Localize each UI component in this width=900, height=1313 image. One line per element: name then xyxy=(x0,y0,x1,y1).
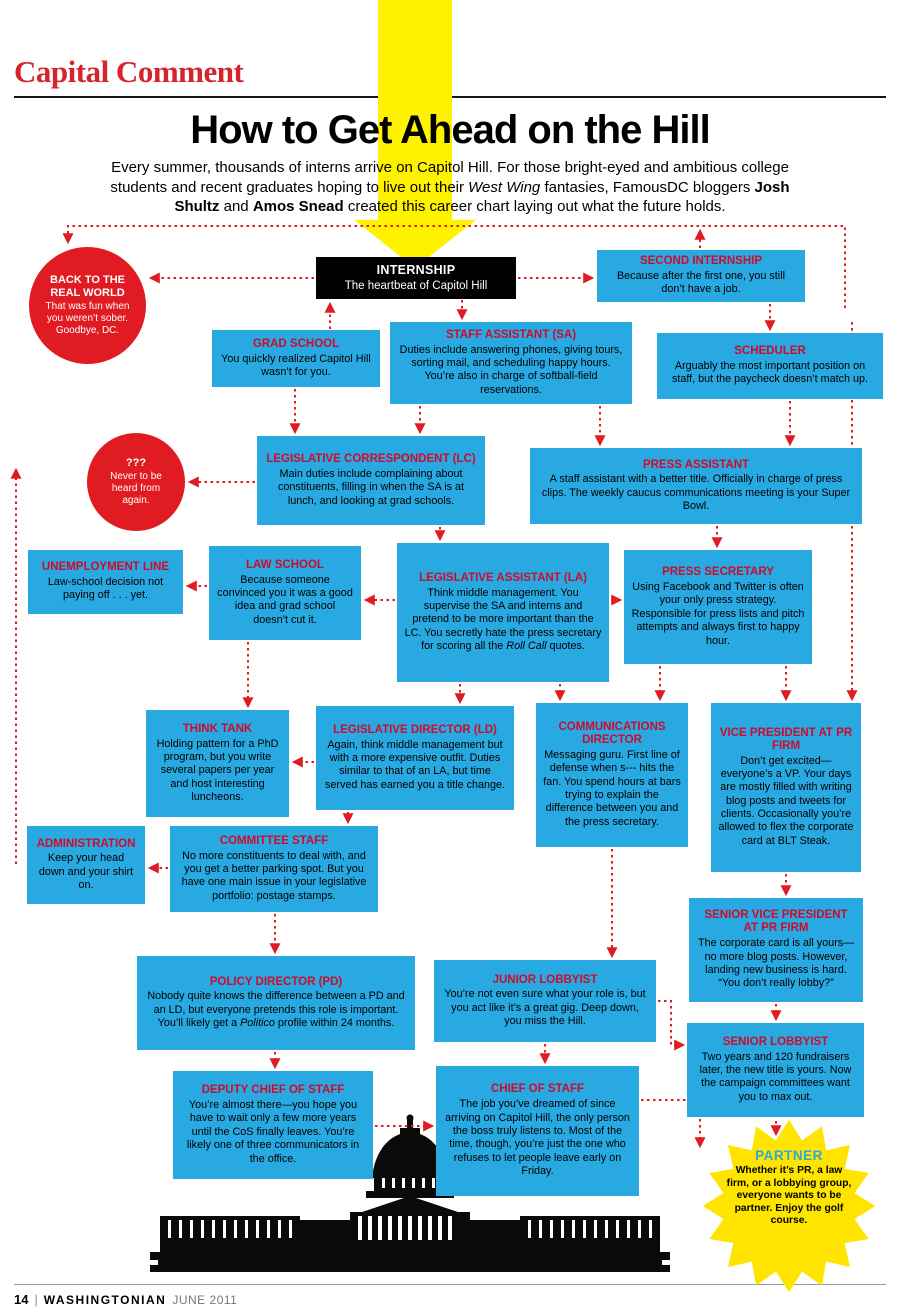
node-vice-president-pr-firm-title: VICE PRESIDENT AT PR FIRM xyxy=(719,726,853,752)
node-junior-lobbyist: JUNIOR LOBBYIST You’re not even sure wha… xyxy=(434,960,656,1042)
node-legislative-correspondent-body: Main duties include complaining about co… xyxy=(277,467,465,507)
node-back-to-real-world-body: That was fun when you weren’t sober. Goo… xyxy=(45,300,130,336)
node-scheduler-title: SCHEDULER xyxy=(734,345,806,358)
node-press-secretary-body: Using Facebook and Twitter is often your… xyxy=(631,581,805,647)
node-legislative-correspondent: LEGISLATIVE CORRESPONDENT (LC) Main duti… xyxy=(257,436,485,525)
node-administration-body: Keep your head down and your shirt on. xyxy=(38,852,134,892)
node-senior-lobbyist-body: Two years and 120 fundraisers later, the… xyxy=(699,1050,852,1103)
node-internship: INTERNSHIP The heartbeat of Capitol Hill xyxy=(316,257,516,299)
footer-rule xyxy=(14,1284,886,1285)
node-second-internship: SECOND INTERNSHIP Because after the firs… xyxy=(597,250,805,302)
node-vice-president-pr-firm: VICE PRESIDENT AT PR FIRM Don’t get exci… xyxy=(711,703,861,872)
node-grad-school-title: GRAD SCHOOL xyxy=(252,337,340,350)
node-committee-staff: COMMITTEE STAFF No more constituents to … xyxy=(170,826,378,912)
node-committee-staff-body: No more constituents to deal with, and y… xyxy=(181,849,367,902)
node-senior-vice-president-pr-firm-title: SENIOR VICE PRESIDENT AT PR FIRM xyxy=(704,909,848,935)
intro-text: fantasies, FamousDC bloggers xyxy=(540,178,755,196)
node-grad-school: GRAD SCHOOL You quickly realized Capitol… xyxy=(212,330,380,387)
node-senior-lobbyist-title: SENIOR LOBBYIST xyxy=(722,1035,829,1048)
node-senior-lobbyist: SENIOR LOBBYIST Two years and 120 fundra… xyxy=(687,1023,864,1117)
node-legislative-correspondent-title: LEGISLATIVE CORRESPONDENT (LC) xyxy=(266,453,476,465)
node-vice-president-pr-firm-body: Don’t get excited—everyone’s a VP. Your … xyxy=(718,754,854,847)
node-unemployment-line: UNEMPLOYMENT LINE Law-school decision no… xyxy=(28,550,183,614)
node-communications-director: COMMUNICATIONS DIRECTOR Messaging guru. … xyxy=(536,703,688,847)
node-law-school-body: Because someone convinced you it was a g… xyxy=(217,573,353,626)
page-title: How to Get Ahead on the Hill xyxy=(190,108,710,152)
node-policy-director-body: Nobody quite knows the difference betwee… xyxy=(147,990,405,1030)
intro-paragraph: Every summer, thousands of interns arriv… xyxy=(105,158,795,217)
node-think-tank-title: THINK TANK xyxy=(182,722,253,735)
node-policy-director-title: POLICY DIRECTOR (PD) xyxy=(209,975,343,988)
node-chief-of-staff-body: The job you’ve dreamed of since arriving… xyxy=(445,1098,630,1178)
node-law-school-title: LAW SCHOOL xyxy=(246,558,324,571)
node-press-assistant-body: A staff assistant with a better title. O… xyxy=(541,473,851,513)
node-partner: PARTNER Whether it’s PR, a law firm, or … xyxy=(701,1118,877,1294)
node-back-to-real-world: BACK TO THE REAL WORLD That was fun when… xyxy=(29,247,146,364)
node-communications-director-body: Messaging guru. First line of defense wh… xyxy=(543,748,681,828)
node-internship-body: The heartbeat of Capitol Hill xyxy=(344,279,488,292)
magazine-name: WASHINGTONIAN xyxy=(43,1293,167,1307)
intro-text: and xyxy=(219,198,253,215)
intro-bold-author1: Josh Shultz xyxy=(174,178,790,216)
node-press-secretary-title: PRESS SECRETARY xyxy=(662,566,774,579)
node-press-assistant-title: PRESS ASSISTANT xyxy=(642,458,750,471)
section-title: Capital Comment xyxy=(14,54,244,89)
node-press-secretary: PRESS SECRETARY Using Facebook and Twitt… xyxy=(624,550,812,664)
node-think-tank-body: Holding pattern for a PhD program, but y… xyxy=(156,737,279,804)
node-legislative-director-body: Again, think middle management but with … xyxy=(324,738,506,791)
node-senior-vice-president-pr-firm-body: The corporate card is all yours—no more … xyxy=(697,937,855,990)
page-number: 14 xyxy=(14,1292,29,1307)
node-partner-title: PARTNER xyxy=(755,1148,823,1163)
node-unemployment-line-body: Law-school decision not paying off . . .… xyxy=(47,576,164,602)
node-staff-assistant-title: STAFF ASSISTANT (SA) xyxy=(445,328,577,341)
footer-separator: | xyxy=(34,1293,38,1307)
node-unemployment-line-title: UNEMPLOYMENT LINE xyxy=(41,561,170,574)
node-deputy-chief-of-staff: DEPUTY CHIEF OF STAFF You’re almost ther… xyxy=(173,1071,373,1179)
node-deputy-chief-of-staff-title: DEPUTY CHIEF OF STAFF xyxy=(201,1084,345,1097)
starburst-icon xyxy=(702,1119,876,1293)
node-legislative-director-title: LEGISLATIVE DIRECTOR (LD) xyxy=(333,723,497,736)
intro-text: Every summer, thousands of interns arriv… xyxy=(110,159,789,196)
node-deputy-chief-of-staff-body: You’re almost there—you hope you have to… xyxy=(186,1099,360,1165)
node-grad-school-body: You quickly realized Capitol Hill wasn’t… xyxy=(221,352,371,378)
node-think-tank: THINK TANK Holding pattern for a PhD pro… xyxy=(146,710,289,817)
node-press-assistant: PRESS ASSISTANT A staff assistant with a… xyxy=(530,448,862,524)
node-legislative-assistant-title: LEGISLATIVE ASSISTANT (LA) xyxy=(419,571,587,584)
node-partner-text: PARTNER Whether it’s PR, a law firm, or … xyxy=(725,1148,853,1228)
node-second-internship-title: SECOND INTERNSHIP xyxy=(639,255,763,268)
node-chief-of-staff: CHIEF OF STAFF The job you’ve dreamed of… xyxy=(436,1066,639,1196)
node-staff-assistant: STAFF ASSISTANT (SA) Duties include answ… xyxy=(390,322,632,404)
node-communications-director-title: COMMUNICATIONS DIRECTOR xyxy=(558,721,666,746)
node-legislative-director: LEGISLATIVE DIRECTOR (LD) Again, think m… xyxy=(316,706,514,810)
node-administration-title: ADMINISTRATION xyxy=(36,837,136,850)
node-scheduler-body: Arguably the most important position on … xyxy=(671,360,869,386)
node-never-heard-from-again-body: Never to be heard from again. xyxy=(110,471,162,507)
node-senior-vice-president-pr-firm: SENIOR VICE PRESIDENT AT PR FIRM The cor… xyxy=(689,898,863,1002)
intro-bold-author2: Amos Snead xyxy=(252,198,344,215)
intro-italic-west-wing: West Wing xyxy=(468,178,541,196)
node-policy-director: POLICY DIRECTOR (PD) Nobody quite knows … xyxy=(137,956,415,1050)
node-administration: ADMINISTRATION Keep your head down and y… xyxy=(27,826,145,904)
node-legislative-assistant: LEGISLATIVE ASSISTANT (LA) Think middle … xyxy=(397,543,609,682)
node-staff-assistant-body: Duties include answering phones, giving … xyxy=(399,343,623,396)
intro-text: created this career chart laying out wha… xyxy=(343,198,726,215)
node-internship-title: INTERNSHIP xyxy=(376,262,456,277)
node-second-internship-body: Because after the first one, you still d… xyxy=(616,270,786,296)
node-never-heard-from-again-title: ??? xyxy=(125,456,147,469)
node-back-to-real-world-title: BACK TO THE REAL WORLD xyxy=(50,274,125,299)
node-chief-of-staff-title: CHIEF OF STAFF xyxy=(490,1083,585,1096)
issue-date: JUNE 2011 xyxy=(172,1293,238,1307)
footer: 14 | WASHINGTONIAN JUNE 2011 xyxy=(14,1292,237,1307)
node-scheduler: SCHEDULER Arguably the most important po… xyxy=(657,333,883,399)
node-junior-lobbyist-body: You’re not even sure what your role is, … xyxy=(444,988,646,1028)
node-partner-body: Whether it’s PR, a law firm, or a lobbyi… xyxy=(726,1165,852,1227)
node-committee-staff-title: COMMITTEE STAFF xyxy=(219,834,329,847)
node-law-school: LAW SCHOOL Because someone convinced you… xyxy=(209,546,361,640)
node-never-heard-from-again: ??? Never to be heard from again. xyxy=(87,433,185,531)
capitol-building-silhouette xyxy=(150,1114,670,1272)
node-legislative-assistant-body: Think middle management. You supervise t… xyxy=(404,586,602,653)
node-junior-lobbyist-title: JUNIOR LOBBYIST xyxy=(492,973,598,986)
